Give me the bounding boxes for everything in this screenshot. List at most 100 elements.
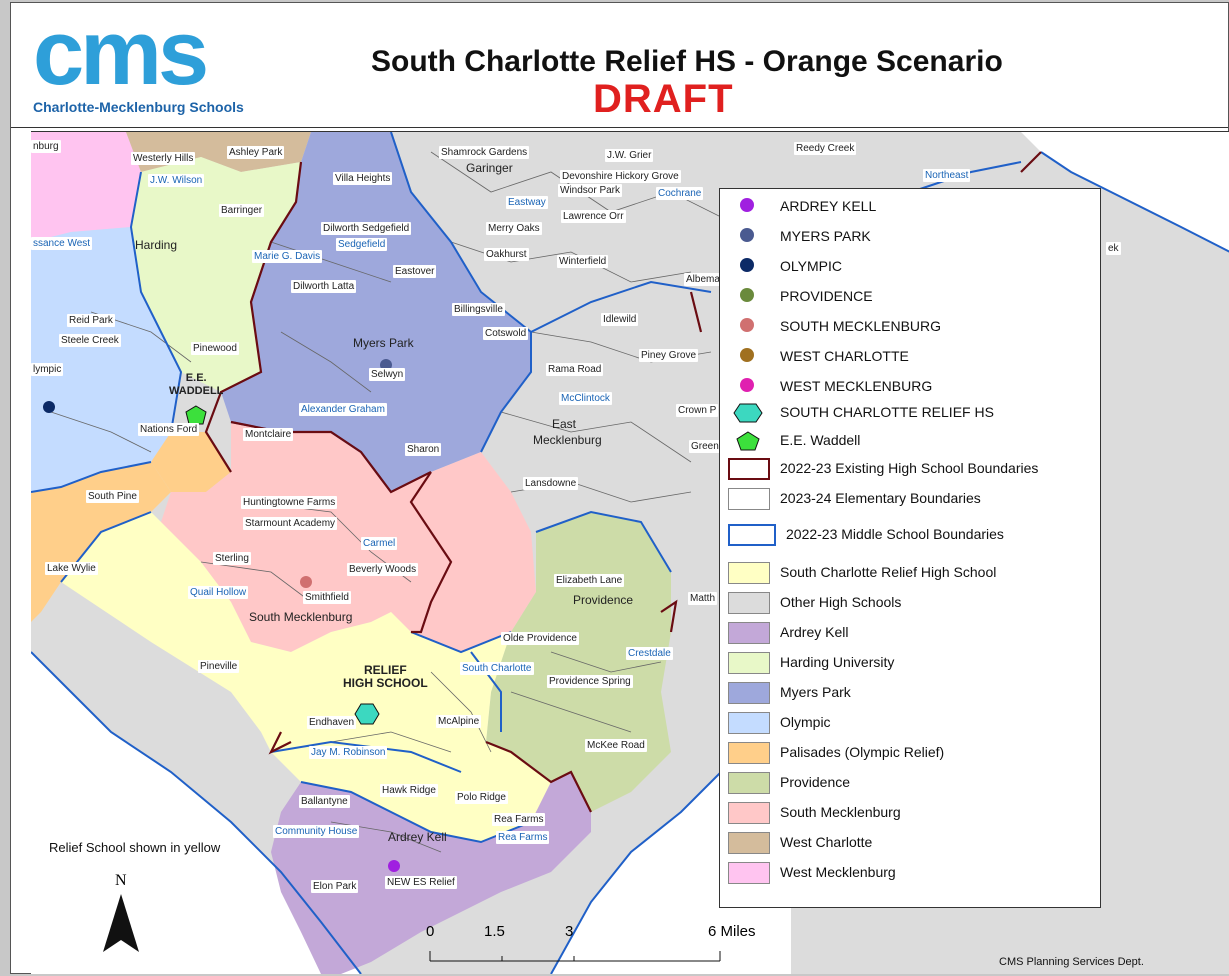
- ee-waddell-label: E.E. WADDELL: [167, 372, 225, 398]
- place-label: Rea Farms: [496, 831, 550, 844]
- place-label: Barringer: [219, 204, 265, 217]
- legend-ms-boundaries: 2022-23 Middle School Boundaries: [728, 523, 1098, 549]
- place-label: Westerly Hills: [131, 152, 196, 165]
- legend-ms-boundaries-label: 2022-23 Middle School Boundaries: [786, 526, 1004, 542]
- place-label: Sharon: [405, 443, 442, 456]
- legend-area-label: South Charlotte Relief High School: [780, 564, 997, 580]
- area-swatch: [728, 772, 770, 794]
- marker-south-mecklenburg[interactable]: [300, 576, 312, 588]
- legend-area: South Charlotte Relief High School: [728, 561, 1098, 587]
- place-label: Shamrock Gardens: [439, 146, 530, 159]
- place-label: Elizabeth Lane: [554, 574, 625, 587]
- place-label: Providence Spring: [547, 675, 633, 688]
- north-arrow: N: [101, 872, 141, 954]
- place-label: South Mecklenburg: [249, 610, 353, 624]
- hs-boundary-swatch: [728, 458, 770, 480]
- scale-bar: 0 1.5 3 6 Miles: [426, 923, 756, 967]
- place-label: Ashley Park: [227, 146, 285, 159]
- place-label: Lake Wylie: [45, 562, 98, 575]
- map-frame: cms Charlotte-Mecklenburg Schools South …: [10, 2, 1229, 974]
- place-label: Villa Heights: [333, 172, 393, 185]
- place-label: Marie G. Davis: [252, 250, 323, 263]
- legend-area-label: Myers Park: [780, 684, 851, 700]
- place-label: Billingsville: [452, 303, 505, 316]
- es-boundary-swatch: [728, 488, 770, 510]
- place-label: Polo Ridge: [455, 791, 508, 804]
- logo-subtitle: Charlotte-Mecklenburg Schools: [33, 99, 244, 115]
- place-label: Providence: [573, 593, 634, 607]
- area-palisades-2: [151, 432, 231, 492]
- place-label: Harding: [135, 238, 178, 252]
- scale-tick-2: 3: [565, 923, 574, 940]
- ms-boundary-swatch: [728, 524, 776, 546]
- place-label: Hawk Ridge: [380, 784, 438, 797]
- place-label: lympic: [31, 363, 64, 376]
- relief-note: Relief School shown in yellow: [49, 840, 221, 855]
- relief-hs-label: RELIEF HIGH SCHOOL: [341, 664, 430, 690]
- place-label: Selwyn: [369, 368, 406, 381]
- area-providence: [486, 512, 671, 812]
- place-label: Huntingtowne Farms: [241, 496, 338, 509]
- legend-relief-hs: SOUTH CHARLOTTE RELIEF HS: [728, 401, 1098, 427]
- legend-school-point: WEST CHARLOTTE: [728, 345, 1098, 371]
- place-label: Alexander Graham: [299, 403, 387, 416]
- place-label: McKee Road: [585, 739, 647, 752]
- area-swatch: [728, 682, 770, 704]
- place-label: Ardrey Kell: [388, 830, 447, 844]
- place-label: Sterling: [213, 552, 251, 565]
- legend-area-label: Olympic: [780, 714, 831, 730]
- legend-es-boundaries: 2023-24 Elementary Boundaries: [728, 487, 1098, 513]
- marker-olympic[interactable]: [43, 401, 55, 413]
- school-dot-icon: [740, 258, 754, 272]
- place-label: Green: [689, 440, 721, 453]
- place-label: Matth: [688, 592, 718, 605]
- legend-school-point: PROVIDENCE: [728, 285, 1098, 311]
- place-label: Pineville: [198, 660, 240, 673]
- logo-wordmark: cms: [33, 2, 209, 104]
- credit-line: CMS Planning Services Dept.: [999, 956, 1144, 968]
- place-label: South Charlotte: [460, 662, 534, 675]
- legend-waddell-label: E.E. Waddell: [780, 432, 861, 448]
- place-label: Lansdowne: [523, 477, 579, 490]
- legend-area: Providence: [728, 771, 1098, 797]
- relief-line2: HIGH SCHOOL: [343, 676, 428, 690]
- place-label: Devonshire Hickory Grove: [560, 170, 681, 183]
- place-label: ssance West: [31, 237, 93, 250]
- place-label: Garinger: [466, 161, 513, 175]
- pentagon-icon: [736, 431, 760, 451]
- place-label: McClintock: [559, 392, 612, 405]
- place-label: Winterfield: [557, 255, 609, 268]
- place-label: nburg: [31, 140, 61, 153]
- place-label: Reedy Creek: [794, 142, 857, 155]
- place-label: Rama Road: [546, 363, 604, 376]
- marker-ardrey-kell[interactable]: [388, 860, 400, 872]
- place-label: Olde Providence: [501, 632, 579, 645]
- relief-line1: RELIEF: [364, 663, 407, 677]
- place-label: Windsor Park: [558, 184, 623, 197]
- legend-school-label: OLYMPIC: [780, 258, 842, 274]
- ee-waddell-line1: E.E.: [185, 372, 207, 384]
- place-label: Quail Hollow: [188, 586, 249, 599]
- place-label: Piney Grove: [639, 349, 699, 362]
- place-label: McAlpine: [436, 715, 482, 728]
- legend-area: Harding University: [728, 651, 1098, 677]
- place-label: Community House: [273, 825, 360, 838]
- area-south-mecklenburg: [161, 422, 536, 652]
- area-swatch: [728, 862, 770, 884]
- place-label: NEW ES Relief: [385, 876, 457, 889]
- school-dot-icon: [740, 198, 754, 212]
- school-dot-icon: [740, 228, 754, 242]
- legend-school-label: PROVIDENCE: [780, 288, 873, 304]
- legend-relief-hs-label: SOUTH CHARLOTTE RELIEF HS: [780, 404, 994, 420]
- legend-area-label: Other High Schools: [780, 594, 902, 610]
- scale-tick-3: 6 Miles: [708, 923, 756, 940]
- marker-relief-hs[interactable]: [354, 703, 380, 725]
- area-west-mecklenburg: [31, 132, 141, 242]
- place-label: Oakhurst: [484, 248, 529, 261]
- legend-area-label: Ardrey Kell: [780, 624, 849, 640]
- legend-school-label: ARDREY KELL: [780, 198, 877, 214]
- place-label: Nations Ford: [138, 423, 200, 436]
- legend-area: Palisades (Olympic Relief): [728, 741, 1098, 767]
